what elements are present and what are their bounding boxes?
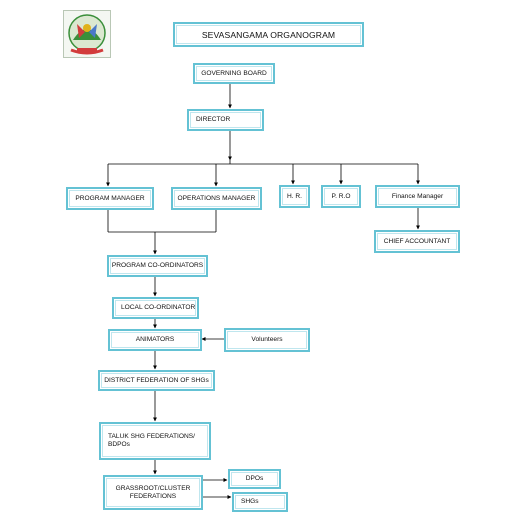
operations-manager-label: OPERATIONS MANAGER: [177, 194, 256, 202]
director-label: DIRECTOR: [196, 116, 231, 123]
pro-label: P. R.O: [331, 192, 351, 200]
governing-board-label: GOVERNING BOARD: [201, 69, 267, 77]
district-federation-label: DISTRICT FEDERATION OF SHGs: [104, 376, 209, 384]
local-coordinator-box: LOCAL CO-ORDINATOR: [112, 297, 199, 319]
page-title: SEVASANGAMA ORGANOGRAM: [173, 22, 364, 47]
program-manager-label: PROGRAM MANAGER: [75, 194, 145, 202]
animators-label: ANIMATORS: [135, 336, 175, 343]
chief-accountant-label: CHIEF ACCOUNTANT: [383, 237, 451, 245]
organization-logo-icon: [63, 10, 111, 58]
page-title-text: SEVASANGAMA ORGANOGRAM: [201, 29, 336, 40]
hr-box: H. R.: [279, 185, 310, 208]
grassroot-federations-box: GRASSROOT/CLUSTER FEDERATIONS: [103, 475, 203, 510]
volunteers-label: Volunteers: [251, 336, 283, 343]
finance-manager-label: Finance Manager: [391, 192, 444, 200]
chief-accountant-box: CHIEF ACCOUNTANT: [374, 230, 460, 253]
animators-box: ANIMATORS: [108, 329, 202, 351]
shgs-label: SHGs: [241, 498, 259, 505]
hr-label: H. R.: [286, 192, 303, 200]
taluk-federations-label: TALUK SHG FEDERATIONS/ BDPOs: [108, 433, 195, 448]
volunteers-box: Volunteers: [224, 328, 310, 352]
operations-manager-box: OPERATIONS MANAGER: [171, 187, 262, 210]
finance-manager-box: Finance Manager: [375, 185, 460, 208]
governing-board-box: GOVERNING BOARD: [193, 63, 275, 84]
district-federation-box: DISTRICT FEDERATION OF SHGs: [98, 370, 215, 391]
program-manager-box: PROGRAM MANAGER: [66, 187, 154, 210]
program-coordinators-label: PROGRAM CO-ORDINATORS: [111, 262, 204, 269]
program-coordinators-box: PROGRAM CO-ORDINATORS: [107, 255, 208, 277]
grassroot-federations-label: GRASSROOT/CLUSTER FEDERATIONS: [115, 484, 191, 500]
taluk-federations-box: TALUK SHG FEDERATIONS/ BDPOs: [99, 422, 211, 460]
dpos-box: DPOs: [228, 469, 281, 489]
dpos-label: DPOs: [245, 475, 264, 482]
local-coordinator-label: LOCAL CO-ORDINATOR: [121, 304, 196, 311]
director-box: DIRECTOR: [187, 109, 264, 131]
pro-box: P. R.O: [321, 185, 361, 208]
shgs-box: SHGs: [232, 492, 288, 512]
organization-logo: [63, 10, 111, 58]
